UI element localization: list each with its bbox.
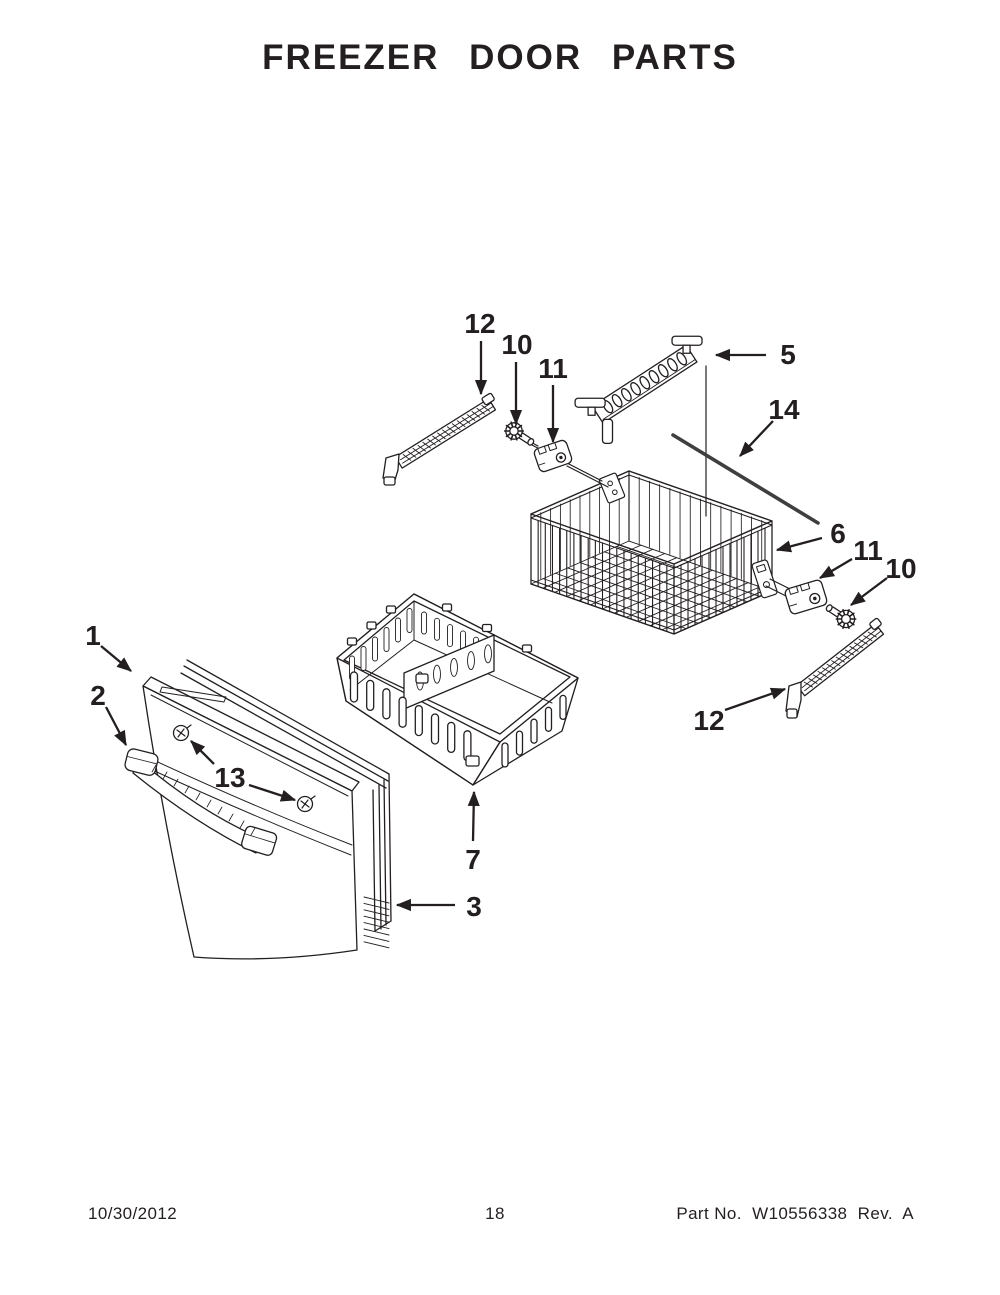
gasket-hatching	[363, 896, 390, 949]
callout-arrow	[818, 558, 853, 579]
callout-3-4: 3	[395, 891, 482, 922]
callout-12-13: 12	[693, 687, 787, 736]
callout-label: 7	[465, 844, 481, 875]
callout-label: 12	[693, 705, 724, 736]
part-door-panel	[142, 676, 360, 960]
callout-11-7: 11	[538, 353, 568, 444]
callout-13-2: 13	[190, 740, 297, 802]
basket-grid-b	[530, 540, 773, 635]
callout-label: 6	[830, 518, 846, 549]
bin-divider-slots	[416, 644, 492, 691]
part-lower-basket	[336, 593, 579, 786]
part-rail-left	[382, 392, 497, 486]
footer-date: 10/30/2012	[88, 1204, 178, 1223]
part-door-gasket	[180, 659, 392, 949]
part-adjuster-wheel-left	[503, 421, 535, 446]
basket-wires-front-left	[530, 517, 675, 635]
callout-arrow	[100, 645, 132, 672]
part-handle-screw-right	[296, 795, 316, 813]
callout-7-3: 7	[465, 790, 481, 875]
callout-arrow	[775, 536, 823, 553]
callout-14-9: 14	[739, 394, 800, 457]
callout-arrow	[190, 740, 215, 765]
rail-hatching	[803, 631, 877, 688]
callout-12-5: 12	[464, 308, 496, 396]
bin-rim-clips-right	[441, 603, 533, 653]
part-latch-right	[784, 579, 828, 615]
callout-5-8: 5	[714, 339, 796, 370]
handle-texture	[151, 764, 256, 836]
callout-arrow	[739, 420, 774, 457]
callout-label: 13	[214, 762, 245, 793]
rail-hatching	[402, 404, 491, 461]
wheel-teeth	[835, 608, 857, 630]
part-wire-basket	[530, 470, 778, 635]
callout-label: 3	[466, 891, 482, 922]
callout-arrow	[724, 687, 787, 712]
part-tilt-rack	[574, 335, 703, 445]
callout-6-10: 6	[775, 518, 846, 553]
bin-slots-inner-left	[349, 608, 413, 681]
callout-arrow	[104, 706, 128, 747]
callout-label: 12	[464, 308, 495, 339]
callout-1-0: 1	[85, 620, 132, 672]
callout-10-12: 10	[850, 553, 917, 606]
part-rail-right	[785, 617, 885, 719]
callout-label: 10	[885, 553, 916, 584]
part-adjuster-wheel-right	[825, 604, 857, 630]
callout-arrow	[248, 783, 297, 802]
callout-label: 14	[768, 394, 800, 425]
callout-11-11: 11	[818, 535, 883, 579]
callout-10-6: 10	[501, 329, 533, 426]
bin-slots-front-right	[501, 694, 567, 768]
callout-arrow	[467, 790, 480, 842]
part-door-handle	[124, 748, 278, 856]
bin-rim-clips-left	[346, 605, 397, 646]
callout-label: 1	[85, 620, 101, 651]
part-handle-screw-left	[172, 724, 192, 742]
callout-label: 11	[853, 535, 883, 566]
callout-label: 10	[501, 329, 532, 360]
callout-label: 11	[538, 353, 568, 384]
footer-part-number: Part No. W10556338 Rev. A	[676, 1204, 914, 1223]
tilt-rack-slots	[602, 352, 688, 414]
part-latch-left	[533, 439, 573, 473]
footer-page-number: 18	[485, 1204, 505, 1223]
part-trim-rod	[671, 433, 820, 525]
callout-label: 5	[780, 339, 796, 370]
bin-slots-front-left	[349, 671, 472, 762]
callout-arrow	[850, 577, 888, 606]
basket-mount-tab	[598, 472, 626, 504]
callout-2-1: 2	[90, 680, 128, 747]
callout-label: 2	[90, 680, 106, 711]
page-title: FREEZER DOOR PARTS	[262, 38, 738, 77]
